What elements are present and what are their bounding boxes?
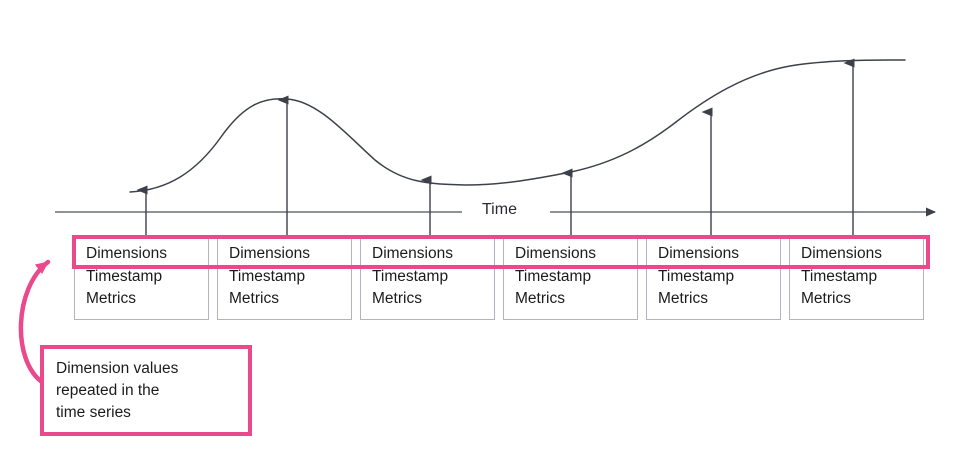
- record-dimensions-label: Dimensions: [372, 245, 453, 262]
- record-box-2[interactable]: Dimensions Timestamp Metrics: [217, 236, 352, 320]
- record-metrics-label: Metrics: [515, 290, 565, 307]
- record-dimensions-label: Dimensions: [86, 245, 167, 262]
- record-row: Dimensions Timestamp Metrics Dimensions …: [74, 236, 924, 320]
- record-box-3[interactable]: Dimensions Timestamp Metrics: [360, 236, 495, 320]
- record-timestamp-label: Timestamp: [801, 267, 878, 285]
- time-axis-label: Time: [475, 200, 524, 220]
- record-metrics-label: Metrics: [372, 290, 422, 307]
- record-timestamp-label: Timestamp: [658, 267, 735, 285]
- record-timestamp-label: Timestamp: [372, 267, 449, 285]
- record-metrics-label: Metrics: [801, 290, 851, 307]
- record-metrics-label: Metrics: [229, 290, 279, 307]
- callout-box: Dimension values repeated in the time se…: [40, 345, 252, 436]
- record-timestamp-label: Timestamp: [515, 267, 592, 285]
- callout-connector-arrow: [18, 259, 51, 385]
- record-metrics-label: Metrics: [86, 290, 136, 307]
- callout-line-1: Dimension values: [56, 360, 179, 377]
- record-box-1[interactable]: Dimensions Timestamp Metrics: [74, 236, 209, 320]
- callout-line-2: repeated in the: [56, 382, 160, 399]
- record-box-4[interactable]: Dimensions Timestamp Metrics: [503, 236, 638, 320]
- record-dimensions-label: Dimensions: [515, 245, 596, 262]
- record-dimensions-label: Dimensions: [229, 245, 310, 262]
- time-series-curve: [129, 59, 906, 193]
- record-timestamp-label: Timestamp: [86, 267, 163, 285]
- record-dimensions-label: Dimensions: [801, 245, 882, 262]
- record-box-5[interactable]: Dimensions Timestamp Metrics: [646, 236, 781, 320]
- callout-line-3: time series: [56, 404, 131, 421]
- record-metrics-label: Metrics: [658, 290, 708, 307]
- record-box-6[interactable]: Dimensions Timestamp Metrics: [789, 236, 924, 320]
- record-dimensions-label: Dimensions: [658, 245, 739, 262]
- record-timestamp-label: Timestamp: [229, 267, 306, 285]
